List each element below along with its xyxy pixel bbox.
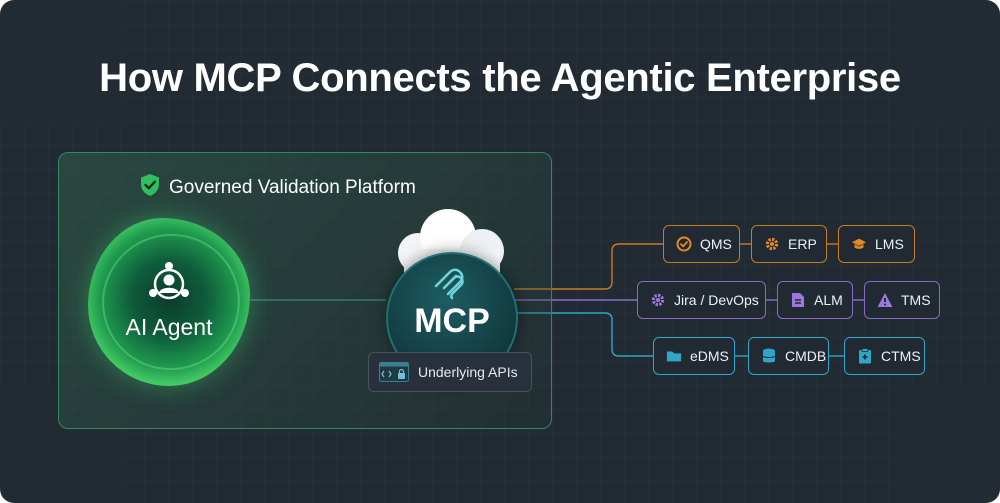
mcp-label: MCP [414,302,490,340]
system-chip-tms: TMS [864,281,940,319]
system-label: CTMS [881,348,921,364]
system-chip-lms: LMS [838,225,915,263]
system-label: TMS [901,292,931,308]
graduation-cap-icon [851,236,867,252]
database-icon [761,348,777,364]
ai-agent-node: AI Agent [84,216,258,388]
system-chip-edms: eDMS [653,337,735,375]
shield-check-icon [139,173,161,202]
system-chip-alm: ALM [777,281,853,319]
apis-label: Underlying APIs [418,364,518,380]
agent-label: AI Agent [125,314,213,340]
agent-network-icon [145,260,193,313]
agent-glow [88,218,250,386]
system-chip-ctms: CTMS [844,337,925,375]
quality-badge-icon [676,236,692,252]
platform-header: Governed Validation Platform [139,173,416,202]
page-title: How MCP Connects the Agentic Enterprise [99,56,901,100]
mcp-logo-icon [430,268,474,307]
code-lock-icon [379,362,409,382]
system-label: LMS [875,236,904,252]
system-label: eDMS [690,348,729,364]
folder-icon [666,348,682,364]
gear-icon [650,292,666,308]
system-label: QMS [700,236,732,252]
system-label: CMDB [785,348,827,364]
system-label: ALM [814,292,843,308]
platform-label: Governed Validation Platform [169,176,416,198]
system-chip-qms: QMS [663,225,740,263]
connector-cyan [514,312,653,357]
underlying-apis-chip: Underlying APIs [368,352,532,392]
system-chip-jira-devops: Jira / DevOps [637,281,766,319]
system-chip-cmdb: CMDB [748,337,829,375]
document-icon [790,292,806,308]
connector-orange [514,243,663,290]
system-label: Jira / DevOps [674,292,759,308]
warning-triangle-icon [877,292,893,308]
gear-icon [764,236,780,252]
clipboard-icon [857,348,873,364]
system-chip-erp: ERP [751,225,827,263]
system-label: ERP [788,236,817,252]
